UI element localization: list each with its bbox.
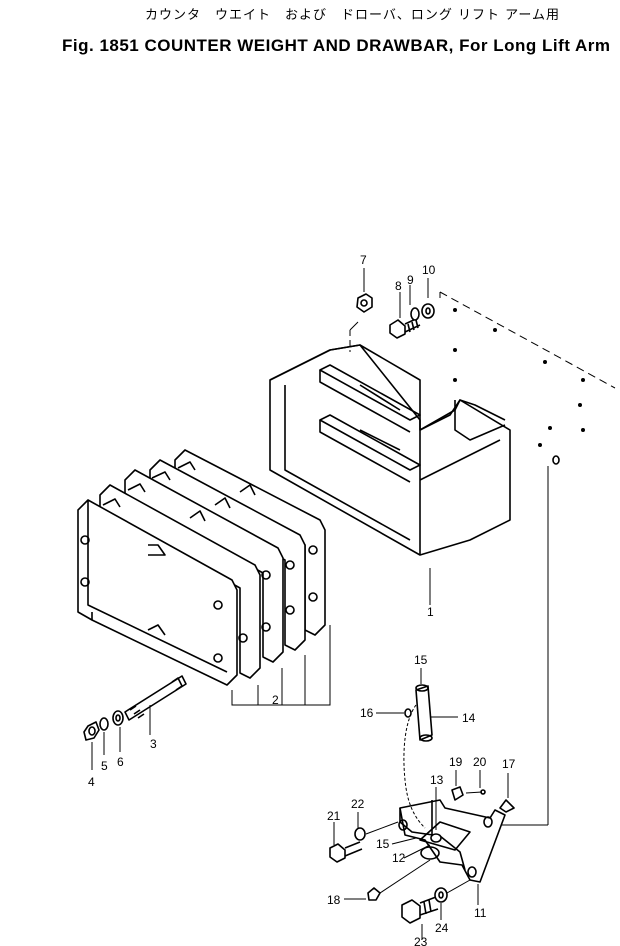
callout-18: 18 [327, 893, 341, 907]
callout-4: 4 [88, 775, 95, 789]
callout-15-bottom: 15 [376, 837, 390, 851]
callout-8: 8 [395, 279, 402, 293]
japanese-title: カウンタ ウエイト および ドローバ、ロング リフト アーム用 [145, 8, 560, 23]
callout-7: 7 [360, 253, 367, 267]
callout-11: 11 [474, 906, 487, 920]
tie-rod-assembly [83, 675, 187, 770]
callout-10: 10 [422, 263, 436, 277]
callout-3: 3 [150, 737, 157, 751]
callout-labels: 1 2 3 4 5 6 7 8 9 10 11 12 13 14 15 15 1… [88, 253, 516, 946]
callout-21: 21 [327, 809, 341, 823]
callout-9: 9 [407, 273, 414, 287]
callout-14: 14 [462, 711, 476, 725]
callout-2: 2 [272, 693, 279, 707]
drawbar-assembly [329, 668, 515, 940]
callout-13: 13 [430, 773, 444, 787]
callout-16: 16 [360, 706, 374, 720]
callout-1: 1 [427, 605, 434, 619]
callout-15-top: 15 [414, 653, 428, 667]
callout-20: 20 [473, 755, 487, 769]
counterweight-housing [269, 321, 511, 605]
top-hardware [356, 268, 435, 339]
figure-title: Fig. 1851 COUNTER WEIGHT AND DRAWBAR, Fo… [62, 36, 611, 55]
callout-24: 24 [435, 921, 449, 935]
callout-12: 12 [392, 851, 406, 865]
frame-outline [439, 291, 616, 826]
callout-19: 19 [449, 755, 463, 769]
callout-5: 5 [101, 759, 108, 773]
callout-6: 6 [117, 755, 124, 769]
callout-17: 17 [502, 757, 516, 771]
weight-plates [77, 449, 331, 706]
callout-22: 22 [351, 797, 365, 811]
callout-23: 23 [414, 935, 428, 946]
